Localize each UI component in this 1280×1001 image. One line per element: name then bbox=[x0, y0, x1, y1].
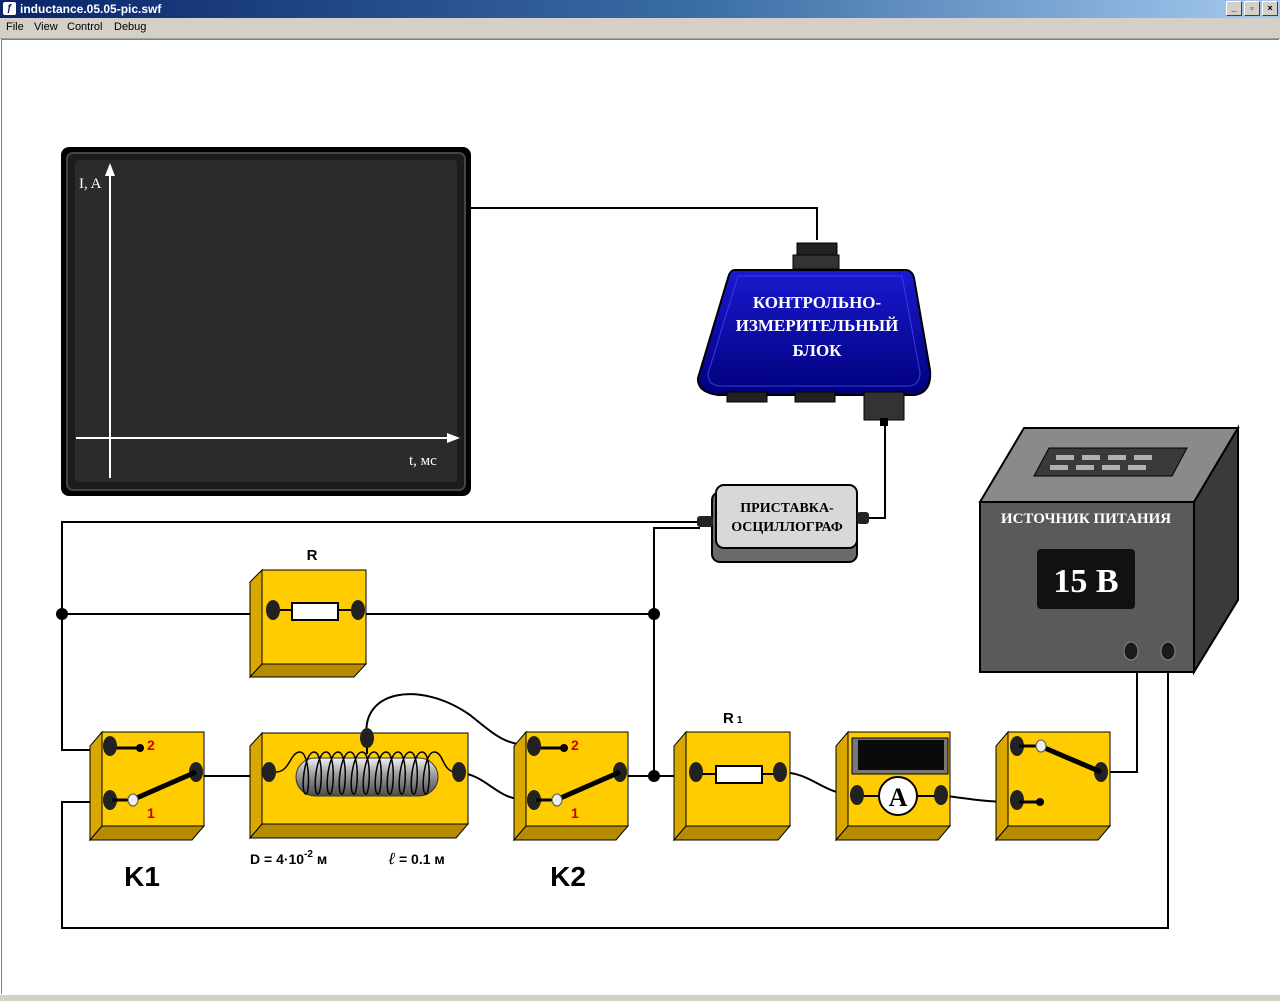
power-supply-label: ИСТОЧНИК ПИТАНИЯ bbox=[1001, 511, 1171, 527]
ammeter-display bbox=[858, 740, 944, 770]
terminal[interactable] bbox=[351, 600, 365, 620]
main-switch-panel[interactable] bbox=[994, 730, 1112, 842]
terminal[interactable] bbox=[266, 600, 280, 620]
maximize-button[interactable]: ▫ bbox=[1244, 1, 1260, 16]
terminal[interactable] bbox=[103, 736, 117, 756]
switch-lever[interactable] bbox=[554, 769, 622, 803]
resistor-r1-subscript: 1 bbox=[737, 715, 743, 726]
junction-node bbox=[648, 608, 660, 620]
x-axis-arrow bbox=[447, 433, 460, 443]
terminal[interactable] bbox=[1010, 736, 1024, 756]
solenoid-panel[interactable] bbox=[248, 728, 470, 840]
resistor-r-panel[interactable]: R bbox=[248, 547, 368, 679]
resistor-r-label: R bbox=[307, 547, 318, 564]
port-plug bbox=[863, 391, 905, 421]
x-axis-label: t, мс bbox=[409, 453, 437, 469]
menu-debug[interactable]: Debug bbox=[114, 21, 147, 33]
flash-app-icon: ƒ bbox=[3, 2, 16, 15]
window-title: inductance.05.05-pic.swf bbox=[20, 2, 162, 16]
terminal[interactable] bbox=[103, 790, 117, 810]
switch-contact bbox=[127, 793, 139, 807]
terminal[interactable] bbox=[527, 736, 541, 756]
measuring-block[interactable]: КОНТРОЛЬНО- ИЗМЕРИТЕЛЬНЫЙ БЛОК bbox=[696, 242, 932, 426]
y-axis-label: I, A bbox=[79, 176, 102, 192]
ammeter-letter: A bbox=[889, 783, 908, 812]
terminal[interactable] bbox=[1010, 790, 1024, 810]
switch-k2-panel[interactable]: 2 1 bbox=[512, 730, 630, 842]
terminal-minus[interactable] bbox=[1123, 641, 1139, 661]
terminal[interactable] bbox=[527, 790, 541, 810]
resistor-symbol bbox=[291, 602, 339, 621]
switch-contact bbox=[551, 793, 563, 807]
terminal[interactable] bbox=[360, 728, 374, 748]
resistor-symbol bbox=[715, 765, 763, 784]
measure-block-label-3: БЛОК bbox=[792, 341, 842, 360]
resistor-r1-letter: R bbox=[723, 710, 734, 727]
y-axis-arrow bbox=[105, 163, 115, 176]
switch-contact bbox=[1035, 739, 1047, 753]
measure-block-label-1: КОНТРОЛЬНО- bbox=[753, 293, 882, 312]
switch-lever[interactable] bbox=[1039, 743, 1102, 775]
terminal[interactable] bbox=[934, 785, 948, 805]
terminal[interactable] bbox=[262, 762, 276, 782]
vent-slots bbox=[1050, 455, 1152, 470]
switch-k1-panel[interactable]: 2 1 bbox=[88, 730, 206, 842]
minimize-button[interactable]: _ bbox=[1226, 1, 1242, 16]
coil-diameter: D = 4·10-2 м bbox=[250, 849, 327, 867]
measure-block-label-2: ИЗМЕРИТЕЛЬНЫЙ bbox=[736, 316, 899, 335]
oscilloscope-adapter[interactable]: ПРИСТАВКА- ОСЦИЛЛОГРАФ bbox=[697, 484, 869, 563]
ammeter-symbol bbox=[878, 776, 918, 816]
menu-control[interactable]: Control bbox=[67, 21, 103, 33]
junction-node bbox=[648, 770, 660, 782]
terminal-plus[interactable] bbox=[1160, 641, 1176, 661]
coil-length-symbol: ℓ bbox=[388, 849, 395, 868]
oscilloscope-screen: I, A t, мс bbox=[61, 147, 471, 496]
terminal[interactable] bbox=[773, 762, 787, 782]
switch-k1-label: K1 bbox=[124, 861, 160, 892]
ammeter-panel[interactable]: A bbox=[834, 730, 952, 842]
k2-pos-2: 2 bbox=[571, 737, 579, 753]
k1-pos-1: 1 bbox=[147, 805, 155, 821]
adapter-label-2: ОСЦИЛЛОГРАФ bbox=[731, 520, 843, 535]
menu-view[interactable]: View bbox=[34, 21, 58, 33]
window-titlebar: ƒ inductance.05.05-pic.swf _ ▫ × bbox=[0, 0, 1280, 18]
switch-k2-label: K2 bbox=[550, 861, 586, 892]
terminal[interactable] bbox=[850, 785, 864, 805]
vent-panel bbox=[1033, 447, 1188, 477]
port-socket bbox=[726, 391, 768, 403]
menu-bar: File View Control Debug bbox=[0, 18, 1280, 39]
voltage-value: 15 В bbox=[1053, 563, 1118, 600]
coil-diameter-exponent: -2 bbox=[304, 849, 313, 860]
coil-length-value: = 0.1 м bbox=[395, 851, 445, 867]
adapter-output-jack bbox=[857, 512, 869, 524]
menu-file[interactable]: File bbox=[6, 21, 24, 33]
terminal[interactable] bbox=[689, 762, 703, 782]
switch-lever[interactable] bbox=[130, 769, 198, 803]
k2-pos-1: 1 bbox=[571, 805, 579, 821]
coil-diameter-prefix: D = 4·10 bbox=[250, 851, 304, 867]
port-socket bbox=[794, 391, 836, 403]
close-button[interactable]: × bbox=[1262, 1, 1278, 16]
terminal[interactable] bbox=[452, 762, 466, 782]
adapter-input-jack bbox=[697, 516, 713, 527]
coil-diameter-unit: м bbox=[313, 851, 327, 867]
coil-windings bbox=[275, 751, 457, 795]
power-supply[interactable]: ИСТОЧНИК ПИТАНИЯ 15 В bbox=[978, 424, 1240, 676]
adapter-label-1: ПРИСТАВКА- bbox=[740, 501, 834, 516]
window-bottom-border bbox=[0, 994, 1280, 1001]
coil-length: ℓ = 0.1 м bbox=[388, 849, 445, 868]
k1-pos-2: 2 bbox=[147, 737, 155, 753]
voltage-display bbox=[1037, 549, 1135, 609]
junction-node bbox=[56, 608, 68, 620]
